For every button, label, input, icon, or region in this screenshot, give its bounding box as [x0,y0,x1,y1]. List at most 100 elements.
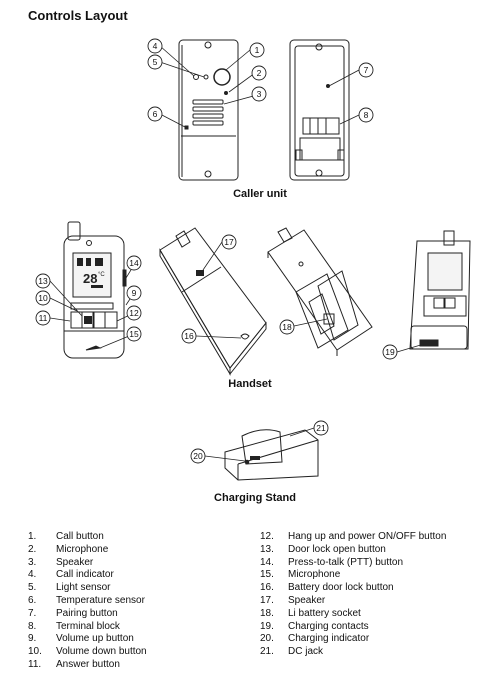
callout-label-20: 20 [193,451,203,461]
legend-item: 16. Battery door lock button [260,582,446,595]
legend-item: 5.Light sensor [28,582,147,595]
legend-num: 3. [28,556,37,568]
callout-9 [126,285,142,301]
speaker-holes [196,270,204,276]
legend-num: 18. [260,607,274,619]
legend-num: 1. [28,531,37,542]
callout-16 [181,328,197,344]
callout-label-7: 7 [364,65,369,75]
callout-label-21: 21 [316,423,326,433]
legend-num: 10. [28,646,42,658]
call-button [213,68,231,86]
page-title: Controls Layout [28,8,128,23]
caption-caller-unit: Caller unit [233,188,287,200]
legend-text: Light sensor [56,582,111,594]
callout-label-1: 1 [255,45,260,55]
legend-num: 2. [28,543,37,555]
caption-handset: Handset [228,378,272,390]
legend-right: 12.Hang up and power ON/OFF button 13. Do… [260,531,446,659]
callout-21 [313,420,329,436]
terminal-block [302,117,340,135]
callout-label-14: 14 [129,258,139,268]
callout-label-2: 2 [257,68,262,78]
callout-5 [147,54,163,70]
callout-20 [190,448,206,464]
legend-text: Temperature sensor [56,594,145,606]
charging-contacts [419,339,439,347]
charging-stand [224,429,319,481]
legend-num: 19. [260,620,274,632]
callout-4 [147,38,163,54]
callout-12 [126,305,142,321]
legend-num: 21. [260,646,274,658]
legend-item: 11.Answer button [28,659,147,672]
ptt-button [122,269,127,287]
callout-15 [126,326,142,342]
legend-item: 18.Li battery socket [260,608,446,621]
callout-18 [279,319,295,335]
legend-item: 21. DC jack [260,646,446,659]
callouts [49,45,425,462]
callout-label-3: 3 [257,89,262,99]
light-sensor [203,74,209,80]
callout-10 [35,290,51,306]
legend-item: 3.Speaker [28,557,147,570]
legend-left: 1.Call button 2.Microphone 3.Speaker 4.C… [28,531,147,672]
legend-item: 8.Terminal block [28,621,147,634]
handset-screen [72,252,112,298]
legend-num: 16. [260,582,274,594]
callout-label-12: 12 [129,308,139,318]
callout-label-11: 11 [39,313,48,323]
bottom-screen [427,252,463,291]
screen-temperature: 28 [83,271,97,286]
callout-label-10: 10 [38,293,48,303]
legend-item: 2.Microphone [28,544,147,557]
legend-item: 17.Speaker [260,595,446,608]
handset-front [63,221,127,359]
legend-text: Press-to-talk (PTT) button [288,556,404,568]
legend-item: 15.Microphone [260,569,446,582]
legend-text: Volume down button [56,646,147,658]
callout-label-5: 5 [153,57,158,67]
legend-item: 6.Temperature sensor [28,595,147,608]
handset-battery-open [267,227,373,356]
battery-socket [323,313,335,325]
legend-item: 9.Volume up button [28,633,147,646]
callout-17 [221,234,237,250]
callout-label-13: 13 [38,276,48,286]
legend-num: 14. [260,556,274,568]
charging-indicator [244,459,250,465]
callout-numbers: 1 2 3 4 5 6 7 8 9 10 11 12 13 14 15 16 1… [38,41,395,461]
legend-text: Battery door lock button [288,582,394,594]
callout-19 [382,344,398,360]
callout-badges [35,38,398,464]
legend-num: 12. [260,531,274,542]
callout-label-18: 18 [282,322,292,332]
callout-14 [126,255,142,271]
microphone-caller [224,91,228,95]
legend-item: 10. Volume down button [28,646,147,659]
antenna [67,221,81,241]
caller-unit-back [289,39,350,181]
legend-text: Microphone [288,569,341,581]
legend-item: 19. Charging contacts [260,621,446,634]
caption-charging-stand: Charging Stand [214,492,296,504]
caller-speaker-grille [192,99,224,126]
legend-text: Charging contacts [288,620,369,632]
legend-text: Charging indicator [288,633,370,645]
legend-text: Answer button [56,658,120,670]
callout-label-4: 4 [153,41,158,51]
callout-6 [147,106,163,122]
legend-text: Terminal block [56,620,120,632]
temperature-sensor [184,125,189,130]
legend-text: DC jack [288,646,324,658]
callout-label-17: 17 [224,237,234,247]
callout-label-8: 8 [364,110,369,120]
legend-item: 20.Charging indicator [260,633,446,646]
legend-text: Call indicator [56,569,114,581]
callout-label-16: 16 [184,331,194,341]
legend-num: 13. [260,543,274,555]
legend-item: 12.Hang up and power ON/OFF button [260,531,446,544]
legend-text: Door lock open button [288,543,386,555]
